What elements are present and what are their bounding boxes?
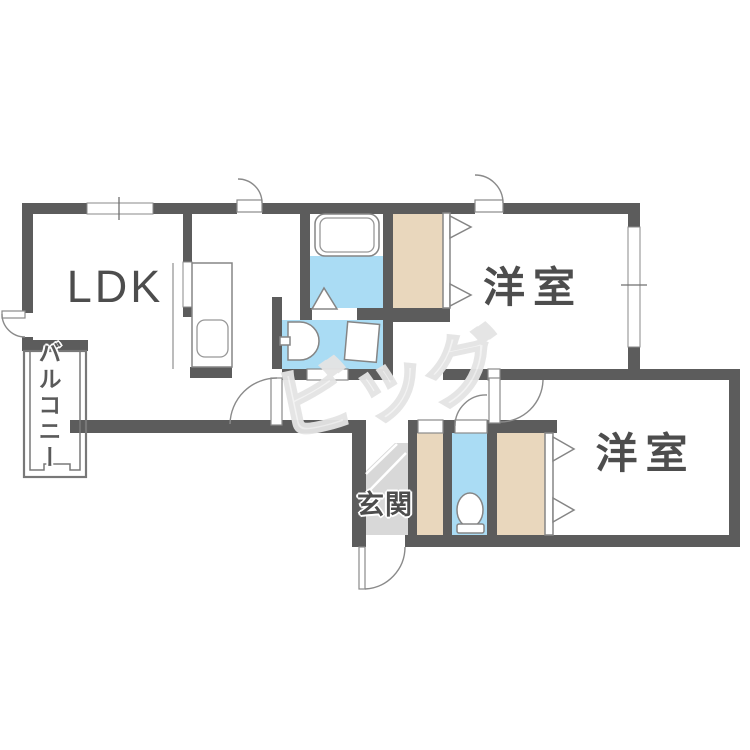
closet-bottom-room <box>497 433 545 535</box>
entry-door-leaf <box>358 546 366 590</box>
bathtub-inner-line <box>319 217 375 253</box>
north-door-1-leaf <box>236 199 263 213</box>
bedroom-bottom-door-arc <box>499 379 544 423</box>
bedroom-bottom-label: 洋室 <box>595 430 696 477</box>
closet-bottom-door-panel <box>544 432 554 536</box>
balcony-door-leaf <box>1 310 26 319</box>
closet-top-bifold-2 <box>449 282 473 308</box>
kitchen-window <box>182 261 193 308</box>
balcony-label: バルコニー <box>35 341 61 471</box>
closet-bottom-bifold-1 <box>552 435 576 463</box>
toilet-door-arc <box>454 394 488 427</box>
closet-hall <box>417 433 443 535</box>
north-door-2-arc <box>474 174 504 204</box>
north-door-2-leaf <box>474 199 504 213</box>
walls <box>22 203 740 547</box>
balcony-door-arc <box>1 313 26 338</box>
hall-closet-door-leaf <box>417 419 444 434</box>
fixtures <box>172 212 576 536</box>
washbasin-icon <box>287 321 320 361</box>
kitchen-counter <box>191 262 233 368</box>
entrance-step-line-2 <box>367 452 407 493</box>
closet-bottom-bifold-2 <box>552 496 576 524</box>
ldk-door-arc <box>229 377 278 425</box>
windows <box>86 197 647 348</box>
toilet-icon <box>456 492 484 528</box>
bedroom-top-label: 洋室 <box>482 264 583 311</box>
ldk-label: LDK <box>66 261 164 312</box>
ldk-window <box>86 202 154 215</box>
north-door-1-arc <box>237 178 263 204</box>
doors <box>1 174 544 590</box>
ldk-door-leaf <box>270 377 283 426</box>
bedroom-top-window <box>627 226 641 348</box>
balcony-outline <box>22 349 88 479</box>
closet-top-room <box>393 213 443 308</box>
washroom-door-leaf <box>306 368 349 381</box>
closet-top-bifold-1 <box>449 214 473 240</box>
bathtub-icon <box>314 213 380 257</box>
bedroom-bottom-door-leaf <box>488 377 501 424</box>
washing-machine-icon <box>343 320 381 364</box>
bath-door-triangle <box>310 286 339 310</box>
entrance-floor <box>366 443 408 535</box>
closet-top-door-panel <box>442 212 451 309</box>
kitchen-sink-icon <box>196 319 229 358</box>
entrance-step-line-1 <box>365 443 398 475</box>
entrance-label: 玄関 <box>357 490 413 520</box>
toilet-tank-icon <box>456 523 485 534</box>
toilet-door-leaf <box>454 419 488 434</box>
washbasin-tap-icon <box>279 336 291 346</box>
entry-door-arc <box>364 546 406 590</box>
